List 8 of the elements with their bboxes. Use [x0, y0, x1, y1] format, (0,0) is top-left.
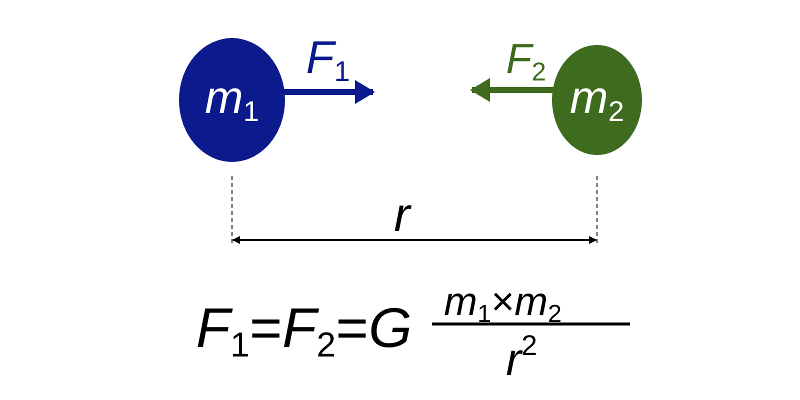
numerator-text: m$_{1}$×m$_{2}$ — [444, 282, 562, 322]
formula-text: F$_{1}$=F$_{2}$=G — [196, 300, 412, 356]
denominator-text: r$^{2}$ — [506, 336, 538, 382]
mass-label: m$_{1}$ — [204, 74, 260, 120]
mass-label: m$_{2}$ — [568, 74, 626, 120]
force-label: F$_{1}$ — [306, 34, 350, 80]
distance-label: r — [394, 192, 410, 240]
force-label: F$_{2}$ — [506, 38, 546, 80]
